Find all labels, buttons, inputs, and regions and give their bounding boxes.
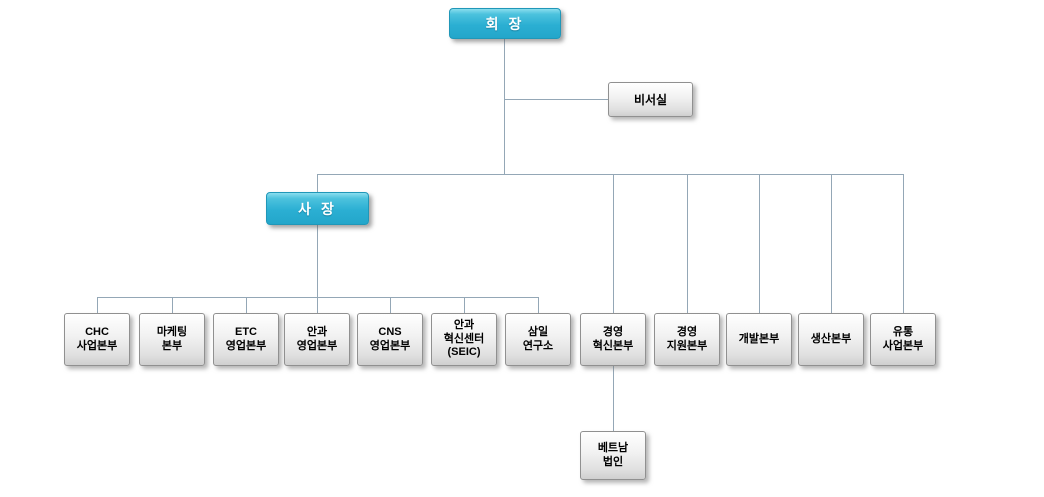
dept-label: 유통 사업본부 bbox=[882, 325, 924, 352]
dept-label: 경영 지원본부 bbox=[666, 325, 708, 352]
dept-label: 안과 영업본부 bbox=[296, 325, 338, 352]
dept-label: ETC 영업본부 bbox=[225, 325, 267, 352]
dept-label: 개발본부 bbox=[738, 332, 780, 345]
dept-label: 경영 혁신본부 bbox=[592, 325, 634, 352]
president-label: 사 장 bbox=[298, 200, 337, 217]
connector-drop-marketing bbox=[172, 297, 173, 313]
dept-label: CHC 사업본부 bbox=[76, 325, 118, 352]
connector-president-top bbox=[317, 174, 318, 192]
dept-label: 마케팅 본부 bbox=[156, 325, 188, 352]
president-box: 사 장 bbox=[266, 192, 369, 225]
subsidiary-box-vietnam: 베트남 법인 bbox=[580, 431, 646, 480]
dept-label: CNS 영업본부 bbox=[369, 325, 411, 352]
connector-drop-vietnam bbox=[613, 366, 614, 431]
connector-president-children bbox=[97, 297, 539, 298]
dept-box-samil-lab: 삼일 연구소 bbox=[505, 313, 571, 366]
secretary-box: 비서실 bbox=[608, 82, 693, 117]
secretary-label: 비서실 bbox=[633, 93, 668, 107]
connector-main-horizontal bbox=[317, 174, 904, 175]
dept-label: 삼일 연구소 bbox=[522, 325, 554, 352]
dept-label: 안과 혁신센터 (SEIC) bbox=[443, 318, 485, 359]
dept-box-production: 생산본부 bbox=[798, 313, 864, 366]
connector-drop-samil bbox=[538, 297, 539, 313]
dept-box-chc-business: CHC 사업본부 bbox=[64, 313, 130, 366]
connector-drop-chc bbox=[97, 297, 98, 313]
dept-box-ophthalmology-sales: 안과 영업본부 bbox=[284, 313, 350, 366]
connector-drop-seic bbox=[464, 297, 465, 313]
dept-box-development: 개발본부 bbox=[726, 313, 792, 366]
dept-box-mgmt-support: 경영 지원본부 bbox=[654, 313, 720, 366]
subsidiary-label: 베트남 법인 bbox=[597, 441, 629, 468]
connector-president-down bbox=[317, 225, 318, 313]
connector-drop-mgmt-support bbox=[687, 174, 688, 313]
connector-drop-distribution bbox=[903, 174, 904, 313]
connector-drop-cns bbox=[390, 297, 391, 313]
dept-box-cns-sales: CNS 영업본부 bbox=[357, 313, 423, 366]
dept-box-distribution: 유통 사업본부 bbox=[870, 313, 936, 366]
connector-drop-etc bbox=[246, 297, 247, 313]
dept-box-seic-center: 안과 혁신센터 (SEIC) bbox=[431, 313, 497, 366]
dept-box-marketing: 마케팅 본부 bbox=[139, 313, 205, 366]
connector-drop-production bbox=[831, 174, 832, 313]
dept-box-mgmt-innovation: 경영 혁신본부 bbox=[580, 313, 646, 366]
dept-label: 생산본부 bbox=[810, 332, 852, 345]
chairman-label: 회 장 bbox=[485, 15, 525, 32]
connector-drop-development bbox=[759, 174, 760, 313]
connector-to-secretary bbox=[504, 99, 609, 100]
chairman-box: 회 장 bbox=[449, 8, 561, 39]
dept-box-etc-sales: ETC 영업본부 bbox=[213, 313, 279, 366]
connector-chairman-down bbox=[504, 38, 505, 175]
connector-drop-mgmt-innovation bbox=[613, 174, 614, 313]
